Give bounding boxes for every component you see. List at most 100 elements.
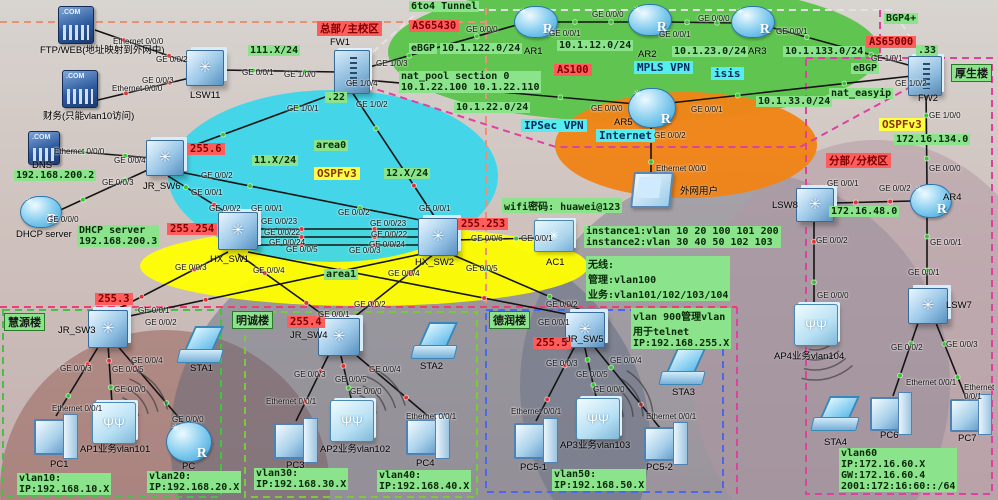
device-pc5-2[interactable]	[644, 422, 690, 466]
link[interactable]	[55, 149, 153, 159]
sticky-label-green[interactable]: 172.16.48.0	[829, 206, 900, 217]
link[interactable]	[119, 252, 427, 319]
link[interactable]	[349, 349, 429, 417]
link[interactable]	[237, 253, 334, 323]
sticky-label-green[interactable]: vlan20: IP:192.168.20.X	[147, 471, 242, 493]
link[interactable]	[107, 343, 113, 405]
sticky-label-green[interactable]: 10.1.122.0/24	[440, 43, 523, 54]
sticky-label-cyan[interactable]: isis	[711, 67, 744, 80]
sticky-label-green[interactable]: 10.1.33.0/24	[756, 96, 833, 107]
device-fw1[interactable]	[334, 50, 370, 94]
device-fw2[interactable]	[908, 56, 942, 96]
device-jr-sw3[interactable]	[88, 310, 128, 348]
device-finance-server[interactable]	[62, 70, 98, 108]
sticky-label-building[interactable]: 厚生楼	[951, 64, 992, 82]
sticky-label-red[interactable]: AS65430	[409, 20, 460, 32]
device-lsw8[interactable]	[796, 188, 834, 222]
sticky-label-red[interactable]: 255.253	[458, 218, 509, 230]
sticky-label-green[interactable]: 6to4 Tunnel	[409, 1, 480, 12]
device-pc6[interactable]	[870, 392, 914, 436]
sticky-label-red[interactable]: AS65000	[866, 36, 917, 48]
link[interactable]	[347, 253, 435, 323]
sticky-label-building[interactable]: 慧源楼	[4, 313, 45, 331]
device-dhcp-server[interactable]	[20, 196, 62, 228]
device-hx-sw1[interactable]	[218, 212, 258, 250]
sticky-label-green[interactable]: vlan30: IP:192.168.30.X	[254, 468, 349, 490]
sticky-label-green[interactable]: area0	[314, 140, 349, 151]
sticky-label-building[interactable]: 明诚楼	[232, 311, 273, 329]
sticky-label-green[interactable]: 10.1.23.0/24	[672, 46, 749, 57]
sticky-label-cyan[interactable]: MPLS VPN	[634, 61, 693, 74]
sticky-label-green[interactable]: DHCP server 192.168.200.3	[77, 225, 160, 247]
device-ar4[interactable]	[910, 184, 952, 218]
sticky-label-green[interactable]: nat_pool section 0 10.1.22.100 10.1.22.1…	[399, 71, 542, 93]
sticky-label-green[interactable]: eBGP	[409, 43, 438, 54]
device-pc-router[interactable]	[166, 422, 212, 462]
sticky-label-green[interactable]: 10.1.12.0/24	[557, 40, 634, 51]
device-ftp-web-server[interactable]	[58, 6, 94, 44]
sticky-label-red[interactable]: 总部/主校区	[317, 21, 382, 36]
sticky-label-building[interactable]: 德润楼	[489, 311, 530, 329]
sticky-label-green[interactable]: 192.168.200.2	[14, 170, 97, 181]
sticky-label-green[interactable]: 10.1.22.0/24	[454, 102, 531, 113]
device-ap2[interactable]	[330, 400, 374, 442]
sticky-label-green[interactable]: 11.X/24	[252, 155, 299, 166]
link[interactable]	[445, 251, 591, 315]
device-ac1[interactable]	[534, 220, 574, 252]
device-lsw7[interactable]	[908, 288, 948, 324]
link[interactable]	[179, 171, 431, 223]
sticky-label-green[interactable]: instance1:vlan 10 20 100 101 200 instanc…	[584, 226, 781, 248]
link[interactable]	[935, 322, 967, 399]
link[interactable]	[667, 21, 737, 24]
sticky-label-green[interactable]: vlan10: IP:192.168.10.X	[17, 473, 112, 495]
link[interactable]	[247, 251, 577, 317]
device-pc5-1[interactable]	[514, 418, 560, 464]
sticky-label-red[interactable]: 255.3	[95, 293, 133, 305]
sticky-label-red[interactable]: 255.6	[187, 143, 225, 155]
sticky-label-green[interactable]: nat_easyip	[829, 88, 894, 99]
device-jr-sw5[interactable]	[565, 312, 605, 348]
device-lsw11[interactable]	[186, 50, 224, 86]
sticky-label-green[interactable]: eBGP	[851, 63, 880, 74]
device-ar1[interactable]	[514, 6, 558, 38]
device-jr-sw4[interactable]	[318, 318, 360, 356]
device-sta2[interactable]	[412, 322, 460, 360]
sticky-label-green[interactable]: wifi密码: huawei@123	[502, 198, 623, 213]
sticky-label-yellow[interactable]: OSPFv3	[879, 118, 925, 131]
link[interactable]	[591, 343, 661, 429]
link[interactable]	[55, 343, 101, 417]
sticky-label-cyan[interactable]: Internet	[596, 129, 655, 142]
device-hx-sw2[interactable]	[418, 218, 458, 256]
device-ar3[interactable]	[731, 6, 775, 38]
link[interactable]	[219, 69, 339, 73]
sticky-label-green[interactable]: 111.X/24	[248, 45, 301, 56]
device-ap1[interactable]	[92, 402, 136, 444]
link[interactable]	[892, 322, 919, 397]
link[interactable]	[97, 75, 199, 101]
link[interactable]	[833, 200, 913, 204]
sticky-label-green[interactable]: 172.16.134.0	[894, 134, 971, 145]
link[interactable]	[535, 343, 577, 422]
sticky-label-red[interactable]: 255.254	[167, 223, 218, 235]
device-pc3[interactable]	[274, 418, 320, 464]
device-ar2[interactable]	[628, 4, 672, 36]
sticky-label-red[interactable]: 255.5	[533, 337, 571, 349]
device-jr-sw6[interactable]	[146, 140, 184, 176]
sticky-label-yellow[interactable]: OSPFv3	[314, 167, 360, 180]
sticky-label-green[interactable]: vlan50: IP:192.168.50.X	[552, 469, 647, 491]
link[interactable]	[454, 237, 541, 241]
link[interactable]	[295, 351, 331, 422]
link[interactable]	[115, 343, 187, 427]
device-dns-server[interactable]	[28, 131, 60, 165]
sticky-label-green[interactable]: .22	[325, 92, 348, 103]
sticky-label-green[interactable]: vlan40: IP:192.168.40.X	[377, 470, 472, 492]
sticky-label-green[interactable]: 无线: 管理:vlan100 业务:vlan101/102/103/104	[586, 256, 731, 301]
sticky-label-red[interactable]: 255.4	[287, 316, 325, 328]
device-ap3[interactable]	[576, 398, 620, 440]
link[interactable]	[351, 91, 439, 223]
sticky-label-red[interactable]: 分部/分校区	[826, 153, 891, 168]
device-pc4[interactable]	[406, 414, 452, 460]
link[interactable]	[669, 75, 913, 104]
sticky-label-cyan[interactable]: IPSec VPN	[521, 119, 587, 132]
sticky-label-green[interactable]: BGP4+	[884, 13, 919, 24]
